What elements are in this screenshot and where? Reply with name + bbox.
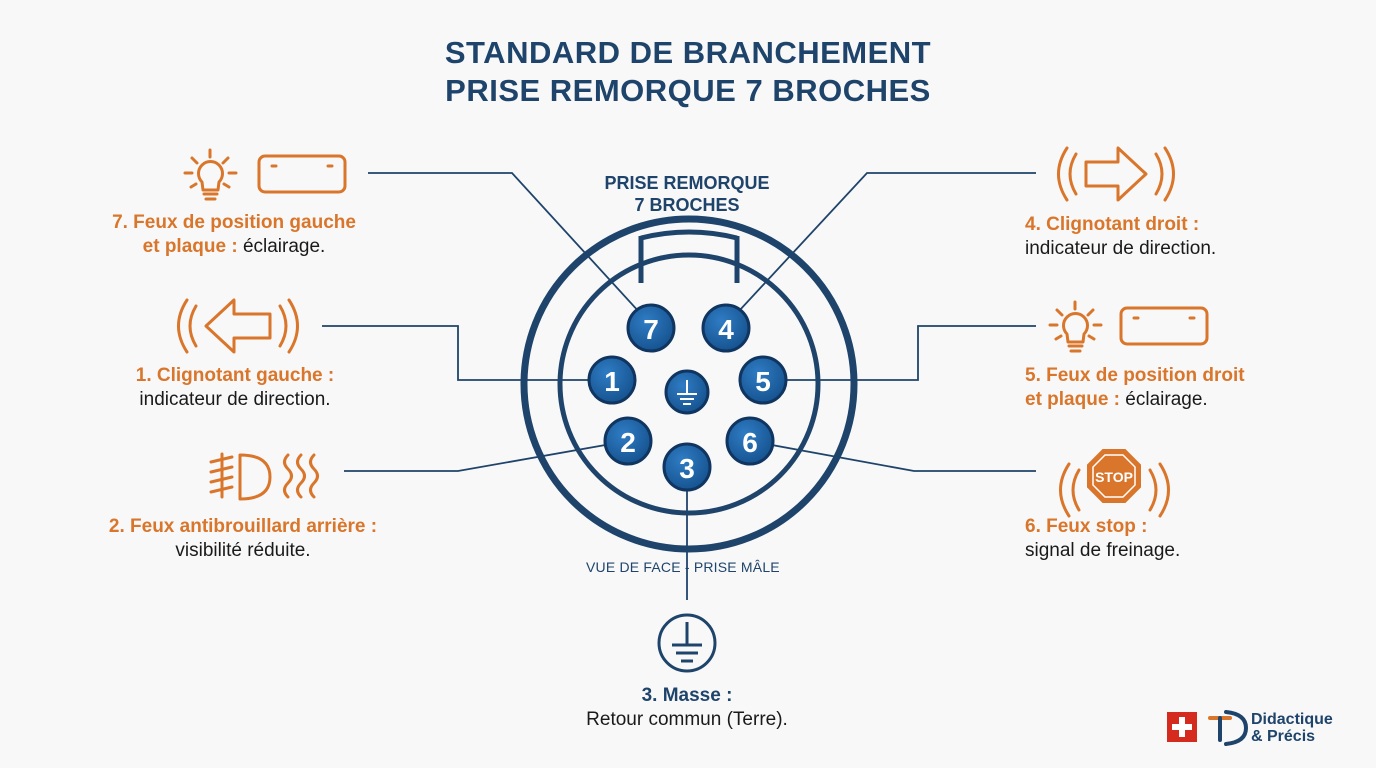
pin-4-number: 4	[718, 314, 734, 345]
swiss-flag-icon	[1167, 712, 1197, 742]
pin-2-description: visibilité réduite.	[175, 540, 311, 561]
pin-7-heading-2: et plaque :	[142, 236, 238, 257]
pin-5-heading: 5. Feux de position droit	[1025, 365, 1245, 386]
page-title-line-1: STANDARD DE BRANCHEMENT	[444, 35, 932, 70]
pin-5-description: éclairage.	[1120, 389, 1208, 410]
pin-3-label: 3. Masse : Retour commun (Terre).	[537, 684, 837, 732]
pin-3: 3	[662, 442, 712, 492]
fog-light-icon	[209, 452, 272, 501]
leader-line-7	[368, 172, 652, 326]
license-plate-icon	[1119, 306, 1209, 346]
brand-line-1: Didactique	[1251, 711, 1333, 728]
page-title-line-2: PRISE REMORQUE 7 BROCHES	[445, 73, 931, 108]
pin-4-description: indicateur de direction.	[1025, 238, 1217, 259]
stop-sign-icon	[1059, 462, 1170, 518]
leader-line-1	[322, 325, 611, 381]
left-turn-signal-icon	[177, 298, 299, 354]
pin-3-heading: 3. Masse :	[641, 685, 733, 706]
pin-7-heading: 7. Feux de position gauche	[112, 212, 356, 233]
leader-line-6	[749, 440, 1036, 472]
connector-label-line-1: PRISE REMORQUE	[604, 173, 770, 193]
pin-7: 7	[626, 303, 676, 353]
pin-5-heading-2: et plaque :	[1025, 389, 1121, 410]
brand-name: Didactique & Précis	[1251, 711, 1333, 745]
ground-symbol-icon	[677, 380, 697, 405]
pin-5-label: 5. Feux de position droit et plaque : éc…	[1025, 364, 1325, 412]
pin-2: 2	[603, 416, 653, 466]
right-turn-signal-icon	[1057, 146, 1175, 202]
brand-line-2: & Précis	[1251, 728, 1316, 745]
pin-5-number: 5	[755, 366, 771, 397]
pin-3-description: Retour commun (Terre).	[586, 709, 788, 730]
license-plate-icon	[257, 154, 347, 194]
pin-2-number: 2	[620, 427, 636, 458]
connector-key-top	[640, 229, 738, 241]
pin-2-label: 2. Feux antibrouillard arrière : visibil…	[80, 515, 406, 563]
bulb-icon	[183, 148, 238, 201]
leader-line-2	[344, 440, 629, 472]
pin-6-description: signal de freinage.	[1025, 540, 1181, 561]
heat-waves-icon	[283, 453, 319, 499]
bulb-icon	[1048, 300, 1103, 353]
stop-sign-octagon: STOP	[1087, 449, 1141, 503]
pin-7-label: 7. Feux de position gauche et plaque : é…	[84, 211, 384, 259]
pin-4: 4	[701, 303, 751, 353]
pin-1-description: indicateur de direction.	[139, 389, 331, 410]
pin-2-heading: 2. Feux antibrouillard arrière :	[108, 516, 378, 537]
connector-label-line-2: 7 BROCHES	[634, 195, 740, 215]
pin-6-heading: 6. Feux stop :	[1025, 516, 1148, 537]
pin-4-label: 4. Clignotant droit : indicateur de dire…	[1025, 213, 1325, 261]
view-label: VUE DE FACE - PRISE MÂLE	[586, 559, 780, 575]
leader-lines	[322, 172, 1036, 600]
pin-1: 1	[587, 355, 637, 405]
connector-label: PRISE REMORQUE 7 BROCHES	[558, 172, 816, 216]
pin-4-heading: 4. Clignotant droit :	[1025, 214, 1200, 235]
connector: 7 4 1 5 2 6 3	[520, 215, 858, 553]
leader-line-4	[725, 172, 1036, 326]
pin-5: 5	[738, 355, 788, 405]
pin-6-label: 6. Feux stop : signal de freinage.	[1025, 515, 1325, 563]
ground-icon	[657, 613, 717, 673]
connector-inner-ring	[557, 252, 821, 516]
stop-sign-text: STOP	[1095, 469, 1133, 485]
connector-outer-ring	[520, 215, 858, 553]
pin-7-description: éclairage.	[237, 236, 326, 257]
pin-3-number: 3	[679, 453, 695, 484]
pin-6: 6	[725, 416, 775, 466]
leader-line-5	[763, 325, 1036, 381]
brand-logo-icon	[1208, 710, 1249, 746]
pin-1-number: 1	[604, 366, 620, 397]
pin-1-label: 1. Clignotant gauche : indicateur de dir…	[80, 364, 390, 412]
pin-6-number: 6	[742, 427, 758, 458]
pin-ground-center	[664, 369, 710, 415]
pin-1-heading: 1. Clignotant gauche :	[135, 365, 335, 386]
pin-7-number: 7	[643, 314, 659, 345]
